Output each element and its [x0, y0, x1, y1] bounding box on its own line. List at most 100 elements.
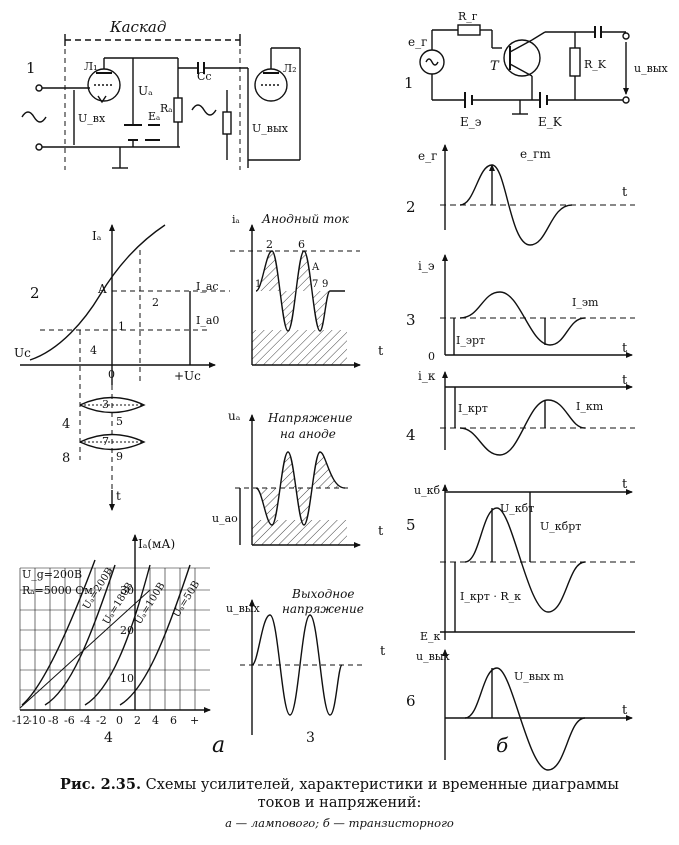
label-ik: i_к: [418, 369, 436, 383]
output-voltage-graph: [240, 599, 362, 735]
transistor-timing-diagrams: [440, 144, 635, 771]
label-y20: 20: [120, 624, 134, 637]
label-7: 7: [102, 435, 109, 448]
label-zero: 0: [428, 350, 435, 363]
tick-9: 6: [170, 714, 177, 727]
label-uvyx: u_вых: [634, 62, 669, 75]
label-1: 1: [118, 320, 125, 333]
label-p2: 2: [30, 284, 40, 302]
label-r2: 2: [406, 198, 416, 216]
label-ua-small: uₐ: [228, 409, 241, 423]
label-r5: 5: [406, 516, 416, 534]
label-ia-axis: Iₐ: [92, 229, 102, 243]
label-kaskad: Каскад: [109, 18, 166, 36]
label-4: 4: [90, 344, 97, 357]
label-ek2: E_к: [420, 630, 441, 643]
label-n6: 6: [298, 238, 305, 251]
label-8: 8: [62, 451, 70, 466]
label-p4-bottom: 4: [104, 730, 113, 746]
label-b-letter: б: [496, 733, 509, 757]
label-ubx: U_вх: [78, 112, 106, 125]
label-t-r4: t: [622, 373, 628, 388]
label-t-transistor: T: [490, 59, 500, 74]
label-ikrt: I_крт: [458, 402, 488, 415]
tick-5: -2: [96, 714, 107, 727]
label-cc: Cc: [197, 70, 212, 83]
label-5: 5: [116, 415, 123, 428]
label-iac: I_ac: [196, 280, 219, 293]
label-izm: I_эm: [572, 296, 599, 309]
label-out-1: Выходное: [291, 587, 354, 601]
label-ee: E_э: [460, 115, 482, 129]
label-ikrk: I_крт · R_к: [460, 590, 521, 603]
label-t-voltage: t: [378, 524, 384, 539]
label-l2: Л₂: [283, 62, 297, 75]
anode-current-graph: [230, 224, 361, 368]
label-p3-bottom: 3: [306, 730, 315, 746]
label-3: 3: [102, 398, 109, 411]
label-uvyxm: U_вых m: [514, 670, 564, 683]
label-uvyx2: u_вых: [416, 650, 451, 663]
label-4b: 4: [62, 417, 70, 432]
label-c50: Uₐ=50В: [171, 579, 202, 619]
tick-8: 4: [152, 714, 159, 727]
label-pt-o: 0: [108, 368, 115, 381]
label-uvyx-small: u_вых: [226, 602, 261, 615]
label-ea: Eₐ: [148, 110, 160, 123]
label-r4: 4: [406, 426, 416, 444]
anode-voltage-graph: [235, 414, 361, 548]
label-t-r6: t: [622, 703, 628, 718]
label-out-2: напряжение: [282, 602, 364, 616]
label-ukb: u_кб: [414, 484, 440, 497]
label-iz: i_э: [418, 259, 435, 273]
label-ukbrt: U_кбрт: [540, 520, 581, 533]
label-izrt: I_эрт: [456, 334, 485, 347]
label-ikm: I_кm: [576, 400, 604, 413]
transistor-circuit: [419, 24, 630, 115]
tick-10: +: [190, 714, 199, 727]
tick-7: 2: [134, 714, 141, 727]
label-rk: R_K: [584, 58, 607, 71]
label-y30: 30: [120, 584, 134, 597]
label-t-r3: t: [622, 341, 628, 356]
label-voltage-1: Напряжение: [267, 411, 352, 425]
label-ra-val: Rₐ=5000 Ом: [22, 584, 93, 597]
tube-plate-characteristics: [19, 534, 211, 713]
label-l1: Л₁: [84, 60, 98, 73]
tube-characteristic: [20, 224, 230, 511]
label-n9: 9: [322, 279, 328, 290]
label-uao: u_ao: [212, 512, 238, 525]
label-n1: 1: [255, 279, 261, 290]
label-t-out: t: [380, 644, 386, 659]
label-rr: R_г: [458, 10, 478, 23]
label-ia-small: iₐ: [232, 213, 240, 226]
tick-2: -8: [48, 714, 59, 727]
label-uc-axis: Uc: [14, 346, 31, 360]
label-iao: I_a0: [196, 314, 219, 327]
label-ubyx: U_вых: [252, 122, 289, 135]
caption-line-1: Рис. 2.35. Схемы усилителей, характерист…: [0, 776, 679, 794]
caption-sub: а — лампового; б — транзисторного: [225, 816, 454, 830]
label-r1: 1: [404, 74, 414, 92]
label-ukbt: U_кбт: [500, 502, 534, 515]
caption-head: Рис. 2.35.: [60, 776, 141, 793]
label-2: 2: [152, 296, 159, 309]
label-y10: 10: [120, 672, 134, 685]
figure-caption: Рис. 2.35. Схемы усилителей, характерист…: [0, 776, 679, 831]
tick-4: -4: [80, 714, 91, 727]
label-n7: 7: [312, 279, 318, 290]
tick-3: -6: [64, 714, 75, 727]
label-er: e_г: [408, 35, 427, 49]
label-ra: Rₐ: [160, 102, 173, 115]
tick-0: -12: [12, 714, 30, 727]
label-uc-pos: +Uc: [174, 369, 201, 383]
label-t-r5: t: [622, 477, 628, 492]
label-p1: 1: [26, 59, 36, 77]
label-n2: 2: [266, 238, 273, 251]
label-pt-a: A: [97, 282, 107, 296]
tick-1: -10: [28, 714, 46, 727]
label-r6: 6: [406, 692, 416, 710]
label-9: 9: [116, 450, 123, 463]
tick-6: 0: [116, 714, 123, 727]
